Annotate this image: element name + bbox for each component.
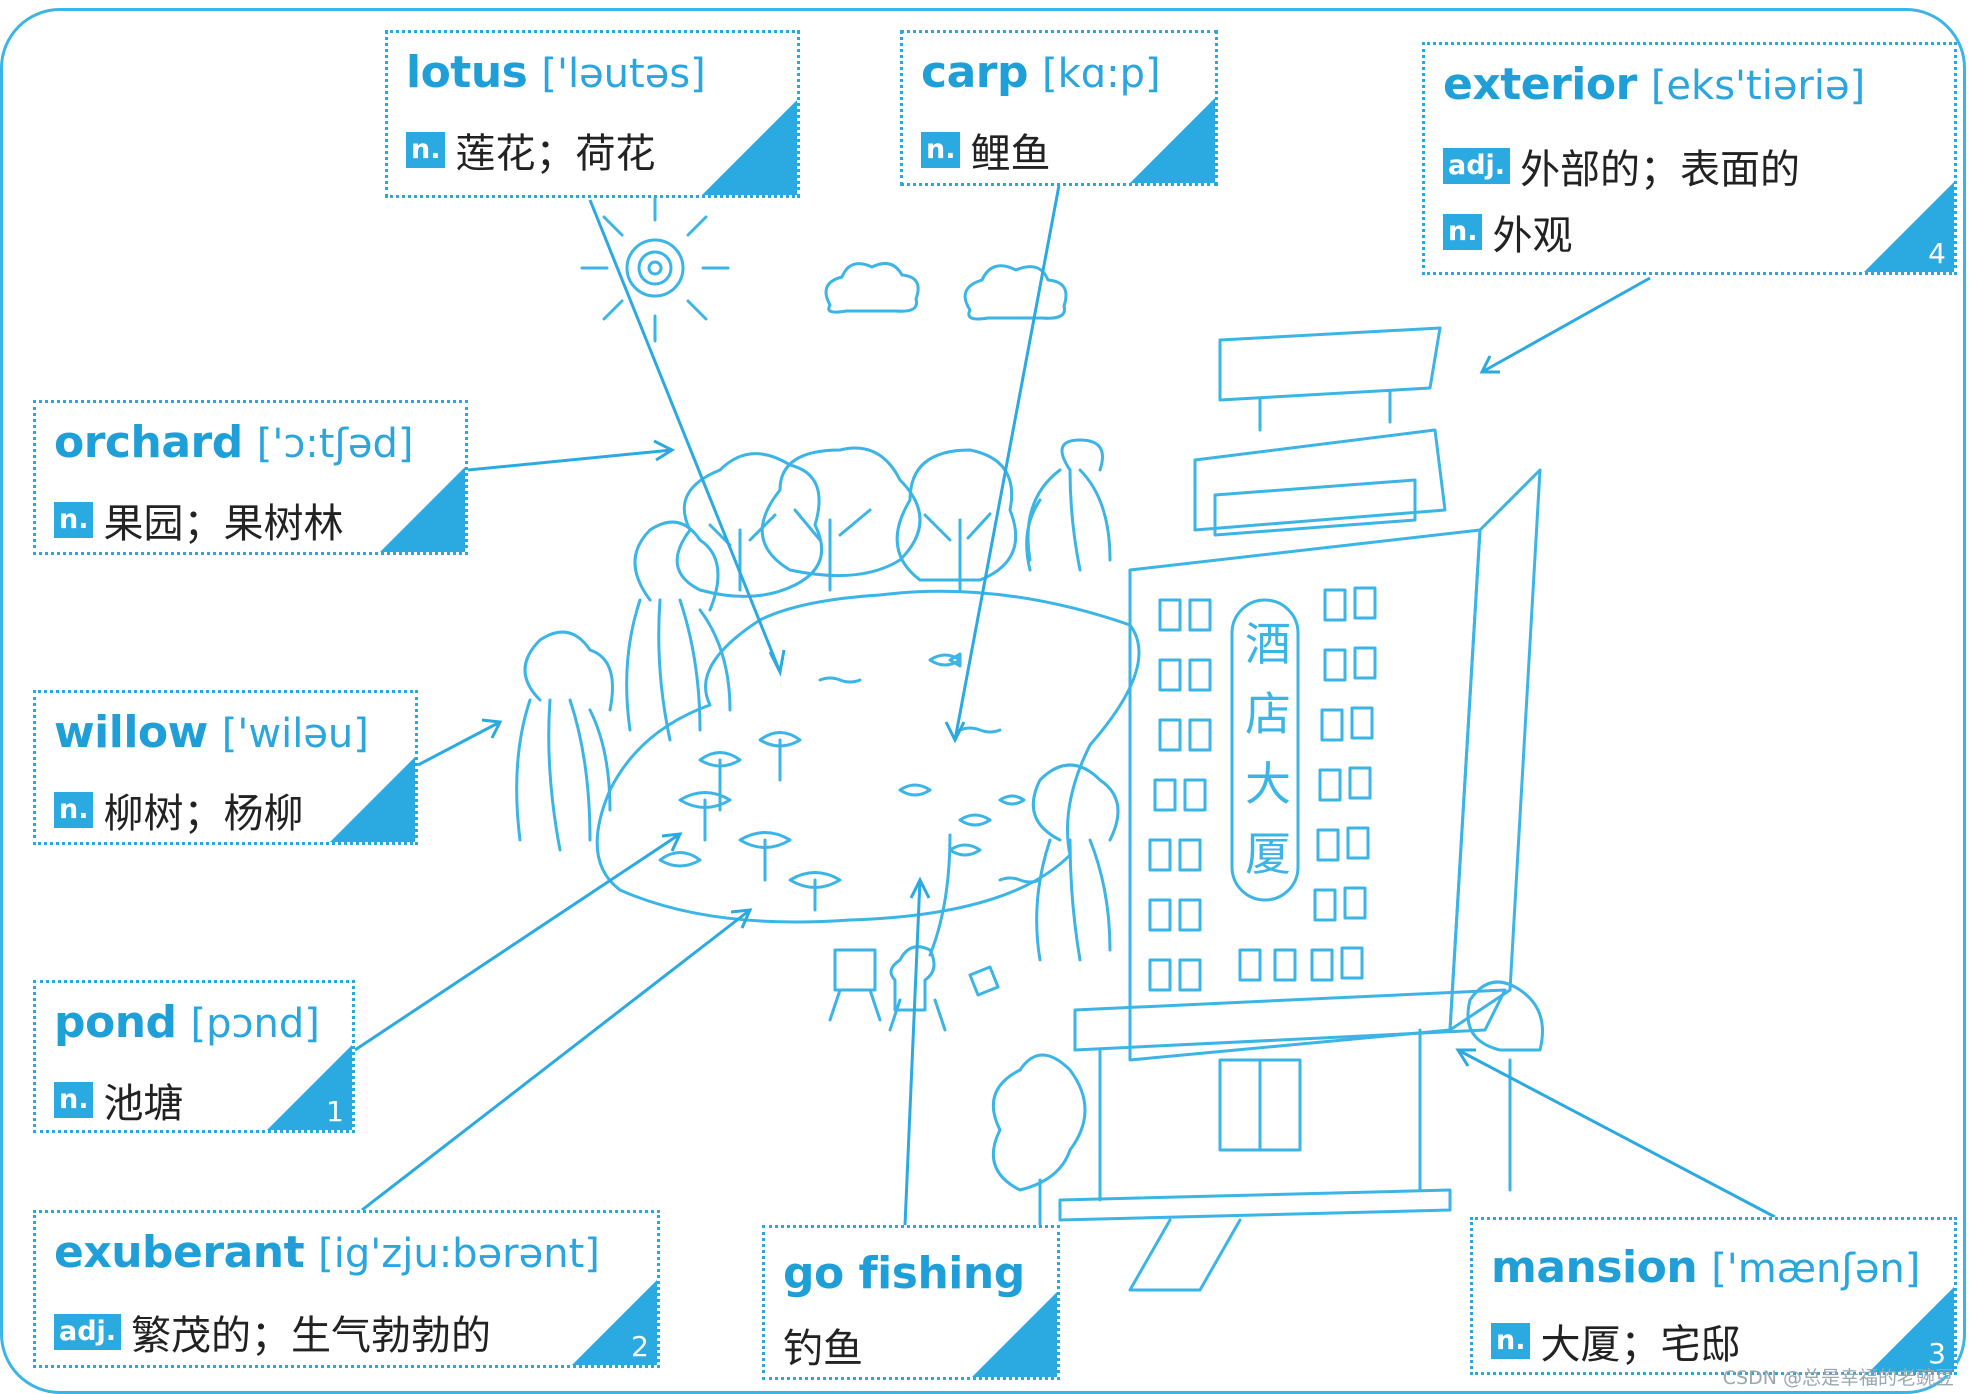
mansion-building: 酒 店 大 厦	[991, 326, 1544, 1292]
pos-badge: n.	[406, 132, 446, 168]
willow-trees	[515, 520, 1120, 962]
lotus-arrow	[588, 199, 782, 673]
card-meaning: 繁茂的；生气勃勃的	[131, 1313, 492, 1359]
watermark: CSDN @总是幸福的老豌豆	[1722, 1367, 1954, 1389]
pos-badge: n.	[54, 792, 94, 828]
card-meaning: 莲花；荷花	[455, 131, 656, 177]
pos-badge: adj.	[54, 1314, 122, 1350]
pond-outline	[595, 589, 1141, 924]
sign-char: 店	[1245, 687, 1291, 741]
card-phonetic: ['ləutəs]	[541, 51, 706, 97]
pond-arrow	[354, 832, 681, 1052]
pos-badge: n.	[54, 502, 94, 538]
fisherman	[828, 833, 1000, 1032]
exuberant-arrow	[361, 908, 751, 1212]
card-phonetic: ['wiləu]	[221, 711, 369, 757]
vocab-card-go-fishing: go fishing 钓鱼	[762, 1225, 1060, 1380]
pos-badge: n.	[1443, 214, 1483, 250]
vocab-card-pond: pond [pɔnd] n.池塘 1	[33, 980, 355, 1133]
card-word: pond	[54, 997, 177, 1048]
vocab-card-willow: willow ['wiləu] n.柳树；杨柳	[33, 690, 418, 845]
card-word: go fishing	[783, 1248, 1025, 1299]
sign-char: 大	[1245, 757, 1291, 811]
sun-illustration	[580, 193, 730, 343]
card-phonetic: ['mænʃən]	[1711, 1246, 1921, 1292]
sign-char: 厦	[1245, 827, 1291, 881]
card-phonetic: [kɑ:p]	[1041, 51, 1161, 97]
pos-badge: adj.	[1443, 148, 1511, 184]
corner-triangle	[380, 467, 465, 552]
pointer-arrows	[354, 179, 1776, 1226]
vocab-card-exuberant: exuberant [ig'zju:bərənt] adj.繁茂的；生气勃勃的 2	[33, 1210, 660, 1368]
lotus-leaves	[658, 731, 842, 912]
card-number: 3	[1928, 1337, 1946, 1370]
willow-arrow	[417, 720, 501, 767]
pos-badge: n.	[921, 132, 961, 168]
card-word: lotus	[406, 47, 528, 98]
corner-triangle	[1130, 98, 1215, 183]
card-word: willow	[54, 707, 208, 758]
card-phonetic: [ig'zju:bərənt]	[318, 1231, 600, 1277]
pos-badge: n.	[54, 1082, 94, 1118]
card-word: exuberant	[54, 1227, 305, 1278]
vocab-card-mansion: mansion ['mænʃən] n.大厦；宅邸 3	[1470, 1217, 1957, 1375]
card-word: orchard	[54, 417, 243, 468]
corner-triangle	[330, 757, 415, 842]
card-phonetic: ['ɔ:tʃəd]	[256, 421, 414, 467]
card-meaning: 外部的；表面的	[1520, 147, 1801, 193]
corner-triangle	[1869, 1287, 1954, 1372]
card-meaning: 外观	[1492, 213, 1573, 259]
corner-triangle	[702, 100, 797, 195]
card-number: 2	[631, 1330, 649, 1363]
card-meaning: 大厦；宅邸	[1540, 1322, 1741, 1368]
orchard-arrow	[467, 448, 673, 472]
corner-triangle	[572, 1280, 657, 1365]
picture-frame	[0, 8, 1966, 1394]
card-phonetic: [pɔnd]	[190, 1001, 320, 1047]
card-number: 1	[326, 1095, 344, 1128]
card-word: mansion	[1491, 1242, 1698, 1293]
card-meaning: 钓鱼	[783, 1326, 863, 1372]
vocab-card-lotus: lotus ['ləutəs] n.莲花；荷花	[385, 30, 800, 198]
card-phonetic: [eks'tiəriə]	[1650, 63, 1866, 109]
pos-badge: n.	[1491, 1323, 1531, 1359]
carp-fish	[818, 652, 1042, 884]
orchard-trees	[675, 438, 1112, 598]
vocab-card-exterior: exterior [eks'tiəriə] adj.外部的；表面的 n.外观 4	[1422, 42, 1957, 275]
vocab-card-orchard: orchard ['ɔ:tʃəd] n.果园；果树林	[33, 400, 468, 555]
vocab-card-carp: carp [kɑ:p] n.鲤鱼	[900, 30, 1218, 186]
corner-triangle	[1864, 182, 1954, 272]
card-word: exterior	[1443, 59, 1637, 110]
cloud-illustration	[963, 264, 1068, 321]
card-meaning: 池塘	[103, 1081, 184, 1127]
card-meaning: 鲤鱼	[970, 131, 1051, 177]
go-fishing-arrow	[903, 879, 922, 1226]
card-meaning: 果园；果树林	[103, 501, 344, 547]
card-meaning: 柳树；杨柳	[103, 791, 304, 837]
card-number: 4	[1928, 237, 1946, 270]
corner-triangle	[267, 1045, 352, 1130]
cloud-illustration	[824, 261, 920, 314]
mansion-arrow	[1457, 1048, 1776, 1219]
corner-triangle	[972, 1292, 1057, 1377]
card-word: carp	[921, 47, 1028, 98]
sign-char: 酒	[1245, 617, 1291, 671]
carp-arrow	[953, 179, 1062, 741]
exterior-arrow	[1481, 276, 1651, 374]
